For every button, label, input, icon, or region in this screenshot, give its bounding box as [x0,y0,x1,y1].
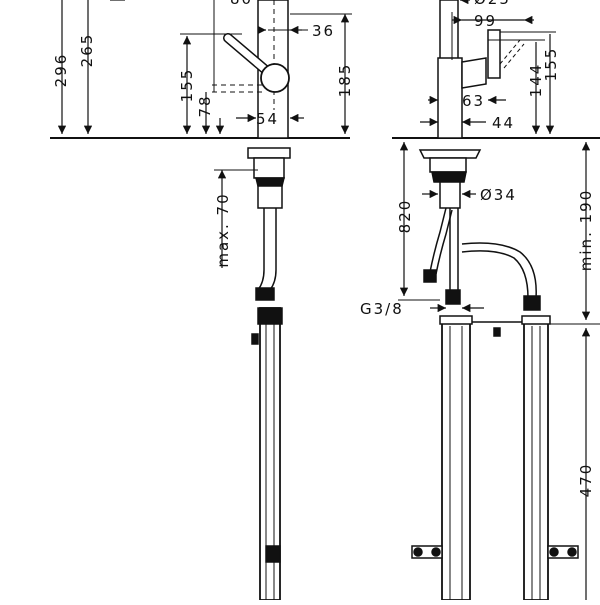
handle-dash-a [499,39,521,65]
shank-left [257,185,283,209]
label-36: 36 [312,22,335,40]
label-265: 265 [78,33,96,68]
base-flange-right [418,149,482,159]
base-nut-left [253,157,285,179]
right-view [392,0,600,601]
label-63: 63 [462,92,485,110]
base-thread-right [431,171,467,183]
handle-lever-inner [224,34,272,76]
label-min190: min. 190 [577,189,595,271]
label-34: Ø34 [480,186,517,204]
tube-clamp-bottom-left [265,545,281,563]
supply-hose-right-a [429,207,447,273]
right-dimensions [398,0,600,600]
tube-clamp-top-left [257,307,283,325]
label-155-right: 155 [542,47,560,82]
clip-left [411,545,443,559]
label-820: 820 [396,199,414,234]
label-296: 296 [52,53,70,88]
handle-dash-b [503,43,525,69]
hose-fitting-right-a [423,269,437,283]
arc-hose-inner [461,250,529,299]
rail-top-cap [439,315,473,325]
rail-marker [493,327,501,337]
left-dimensions [57,0,352,268]
base-thread-left [255,177,285,187]
label-99: 99 [474,12,497,30]
left-dimension-labels: 80 296 265 36 185 155 78 54 max. 70 [52,0,354,268]
base-flange-left [247,147,291,159]
label-185: 185 [336,63,354,98]
label-g38: G3/8 [360,300,404,318]
label-54: 54 [256,110,279,128]
handle-side-view [461,57,487,89]
rail-top-cap-right [521,315,551,325]
spout-body-right [437,57,463,139]
supply-hose-left-b [269,208,277,291]
supply-hose-right-b [435,209,453,275]
label-80: 80 [230,0,253,8]
label-78: 78 [196,94,214,117]
base-nut-right [429,157,467,173]
label-max70: max. 70 [214,192,232,267]
clip-right [547,545,579,559]
handle-knob [260,63,290,93]
arc-hose-fitting [523,295,541,311]
left-view [50,0,350,601]
hose-fitting-right-b [445,289,461,305]
hose-fitting-left [255,287,275,301]
arc-hose [461,242,537,299]
label-470: 470 [577,463,595,498]
supply-hose-left-a [257,208,265,291]
tube-clip-left [251,333,259,345]
handle-cap [487,29,501,79]
shank-right [439,181,461,209]
label-155-left: 155 [178,68,196,103]
right-dimension-labels: Ø25 99 144 155 63 44 Ø34 820 min. 190 G3… [360,0,595,497]
label-144: 144 [527,63,545,98]
rail-left [441,321,471,601]
label-25: Ø25 [474,0,511,8]
label-44: 44 [492,114,515,132]
rail-right [523,321,549,601]
